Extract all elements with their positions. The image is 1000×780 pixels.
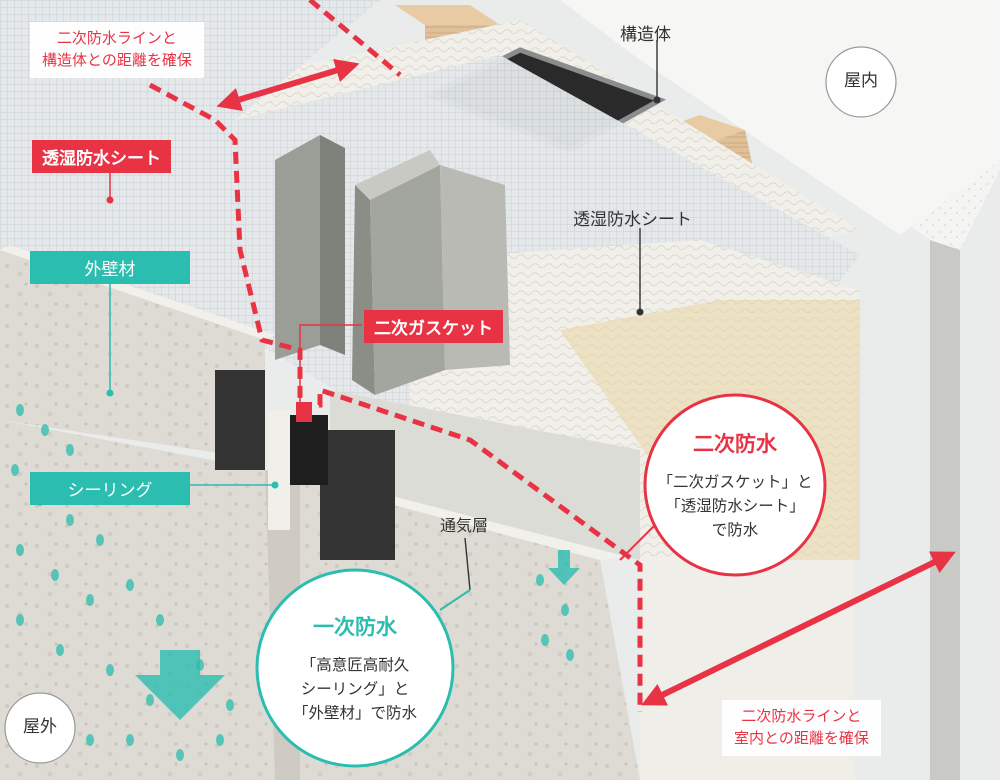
secondary-waterproof-title: 二次防水 (693, 431, 777, 456)
membrane-tag-dot (106, 196, 114, 204)
primary-circle-pointer (439, 589, 471, 611)
steel-channel-2-top (355, 150, 440, 200)
secondary-line-1: 「二次ガスケット」と (657, 473, 813, 492)
gasket-block-right (320, 430, 395, 560)
interior-board-top (560, 0, 1000, 235)
secondary-line-structure-note: 二次防水ラインと 構造体との距離を確保 (30, 22, 204, 78)
membrane-dot (636, 308, 644, 316)
structure-dashed-line (308, 0, 402, 77)
secondary-line-2: 「透湿防水シート」 (665, 497, 805, 516)
sealing-joint (268, 410, 290, 530)
leader-lines (464, 40, 658, 591)
primary-line-3: 「外壁材」で防水 (292, 704, 417, 723)
secondary-line-indoor-note: 二次防水ラインと 室内との距離を確保 (722, 700, 881, 756)
air-layer-back (330, 390, 640, 560)
distance-arrow-structure (216, 58, 360, 112)
note-line-2: 構造体との距離を確保 (42, 50, 192, 69)
gasket-block-left (215, 370, 265, 470)
interior-board-edge (930, 240, 960, 780)
secondary-waterproof-circle: 二次防水 「二次ガスケット」と 「透湿防水シート」 で防水 (650, 400, 820, 570)
membrane-plain-label: 透湿防水シート (573, 210, 692, 230)
note-line-1: 二次防水ラインと (56, 29, 177, 47)
primary-line-2: シーリング」と (300, 680, 410, 699)
note-indoor-line-2: 室内との距離を確保 (734, 728, 869, 747)
distance-arrow-indoor (641, 551, 956, 706)
structure-dot (653, 96, 661, 104)
primary-line-1: 「高意匠高耐久 (300, 656, 410, 675)
membrane-left (0, 0, 380, 330)
indoor-label: 屋内 (844, 71, 878, 91)
steel-channel-1 (275, 135, 320, 360)
structure-label: 構造体 (620, 25, 671, 45)
siding-tag: 外壁材 (30, 251, 190, 284)
secondary-circle-pointer (619, 524, 656, 561)
primary-waterproof-title: 一次防水 (313, 614, 397, 639)
secondary-gasket-tag: 二次ガスケット (364, 310, 503, 343)
outdoor-label: 屋外 (23, 717, 57, 737)
drain-arrow (548, 550, 580, 585)
gasket-leader (299, 324, 362, 410)
secondary-line-3: で防水 (711, 521, 759, 540)
membrane-tag: 透湿防水シート (32, 140, 171, 173)
note-indoor-line-1: 二次防水ラインと (741, 707, 862, 725)
air-layer-label: 通気層 (440, 516, 489, 535)
water-drops (11, 404, 574, 761)
siding-upper (0, 250, 265, 460)
indoor-ring (825, 46, 897, 118)
outdoor-ring (4, 692, 76, 764)
secondary-gasket (288, 415, 328, 485)
primary-waterproof-circle: 一次防水 「高意匠高耐久 シーリング」と 「外壁材」で防水 (262, 575, 448, 761)
sealing-dot (271, 481, 279, 489)
steel-channel-1-side (320, 135, 345, 355)
wood-stud-top (395, 5, 500, 25)
rain-arrow (135, 650, 225, 720)
steel-channel-2 (370, 165, 445, 395)
siding-dot (106, 389, 114, 397)
sealing-tag: シーリング (30, 472, 190, 505)
